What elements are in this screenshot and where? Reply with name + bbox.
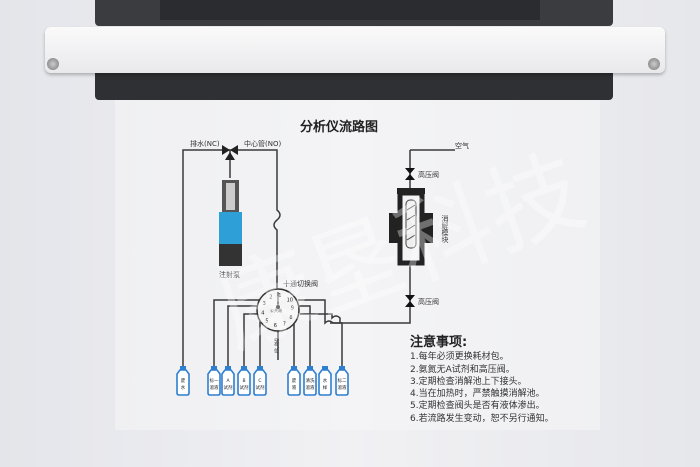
- valve-port-number: 6: [274, 323, 277, 329]
- syringe-pump-icon: [219, 180, 242, 266]
- valve-port-number: 1: [278, 293, 281, 299]
- bottle-label: 试剂: [224, 384, 233, 391]
- valve-port-number: 3: [263, 301, 266, 307]
- note-item: 3.定期检查消解池上下接头。: [410, 376, 527, 387]
- bottle-label: 废: [292, 377, 297, 384]
- air-label: 空气: [455, 141, 469, 150]
- notes-title: 注意事项:: [410, 335, 468, 350]
- valve-port-number: 5: [265, 319, 268, 325]
- bottle-label: B: [242, 378, 245, 384]
- valve-port-number: 2: [269, 295, 272, 301]
- high-pressure-valve-bottom-label: 高压阀: [418, 297, 439, 306]
- notes-panel: 注意事项: 1.每年必须更换耗材包。 2.氨氮无A试剂和高压阀。 3.定期检查消…: [410, 335, 554, 425]
- drain-label: 排水(NC): [190, 139, 220, 148]
- syringe-pump-label: 注射泵: [219, 270, 240, 279]
- bottle-label: 废: [181, 377, 186, 384]
- bottle-label: 标二: [338, 377, 347, 384]
- bottle-label: 试剂: [256, 384, 265, 391]
- bottle-label: 标一: [210, 377, 219, 384]
- reagent-bottle: B试剂: [237, 366, 251, 396]
- high-pressure-valve-icon: [405, 168, 415, 180]
- bottle-label: C: [258, 378, 261, 384]
- vent-grille: [95, 70, 613, 100]
- air-port-label: 空气位: [273, 337, 279, 353]
- display-screen: [160, 0, 540, 20]
- three-way-valve-icon: [222, 145, 238, 160]
- note-item: 2.氨氮无A试剂和高压阀。: [410, 364, 515, 375]
- valve-center-label: 公共端: [270, 307, 282, 313]
- valve-port-number: 9: [291, 306, 294, 312]
- digestion-module-label: 消解模块: [441, 214, 449, 244]
- mounting-bracket: [45, 27, 665, 73]
- screw-icon: [47, 58, 59, 70]
- diagram-title: 分析仪流路图: [300, 120, 379, 135]
- valve-port-number: 10: [287, 297, 293, 303]
- drain-line: [182, 149, 281, 372]
- bottle-label: 试剂: [240, 384, 249, 391]
- digestion-module-icon: [389, 188, 433, 266]
- bottle-label: 溶液: [210, 384, 219, 391]
- bottle-label: A: [226, 378, 230, 384]
- note-item: 5.定期检查阀头是否有液体渗出。: [410, 401, 545, 412]
- bottle-label: 清洗: [306, 377, 315, 384]
- high-pressure-valve-icon: [405, 295, 415, 307]
- ten-port-valve-label: 十通切换阀: [283, 279, 318, 288]
- flow-diagram-sticker: [115, 100, 600, 430]
- bottle-label: 水: [181, 384, 186, 391]
- reagent-bottle: A试剂: [221, 366, 235, 396]
- note-item: 4.当在加热时，严禁触摸消解池。: [410, 389, 545, 400]
- valve-port-number: 7: [283, 321, 286, 327]
- note-item: 6.若流路发生变动，恕不另行通知。: [410, 413, 554, 424]
- valve-port-number: 4: [261, 310, 264, 316]
- watermark: 康垦科技: [203, 135, 598, 368]
- note-item: 1.每年必须更换耗材包。: [410, 352, 509, 363]
- bottle-label: 液: [292, 384, 297, 391]
- bottle-label: 水: [323, 377, 328, 384]
- bottle-label: 溶液: [306, 384, 315, 391]
- screw-icon: [648, 58, 660, 70]
- high-pressure-valve-top-label: 高压阀: [418, 170, 439, 179]
- reagent-bottle: C试剂: [253, 366, 267, 396]
- bottle-label: 溶液: [338, 384, 347, 391]
- valve-port-number: 8: [289, 315, 292, 321]
- reagent-bottle: 废水: [176, 366, 190, 396]
- bottle-label: 样: [323, 384, 328, 391]
- center-tube-label: 中心管(NO): [244, 139, 281, 148]
- reagent-bottle: 水样: [318, 366, 332, 396]
- reagent-bottle: 废液: [287, 366, 301, 396]
